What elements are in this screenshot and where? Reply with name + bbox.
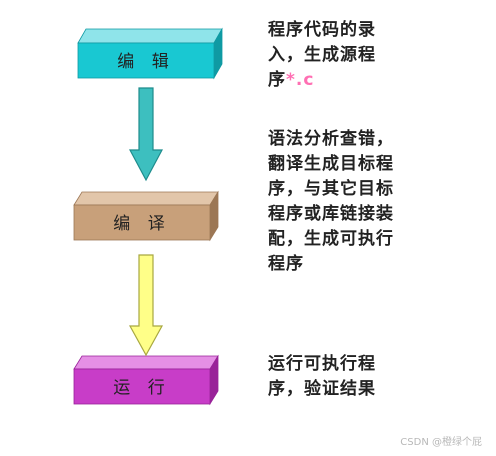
desc-run-line-1: 运行可执行程 — [268, 354, 376, 374]
stage-edit-label: 编 辑 — [117, 52, 174, 72]
stage-run-top — [73, 355, 219, 370]
desc-compile-line-2: 翻译生成目标程 — [268, 154, 394, 174]
desc-compile-line-4: 程序或库链接装 — [268, 204, 394, 224]
desc-edit-line-2: 入，生成源程 — [268, 45, 376, 65]
stage-compile-label: 编 译 — [113, 214, 170, 234]
stage-compile-front — [73, 204, 211, 241]
stage-run: 运 行 — [73, 354, 219, 406]
stage-edit-front — [77, 42, 215, 79]
source-ext-highlight: *.c — [286, 70, 315, 90]
desc-compile-line-3: 序，与其它目标 — [268, 179, 394, 199]
stage-edit-top — [77, 28, 223, 44]
desc-edit-line-3-prefix: 序 — [268, 70, 286, 90]
desc-edit-line-1: 程序代码的录 — [268, 20, 376, 40]
stage-compile: 编 译 — [73, 190, 219, 242]
stage-run-front — [73, 368, 211, 405]
watermark: CSDN @橙绿个屁 — [400, 437, 482, 448]
desc-run: 运行可执行程 序，验证结果 — [268, 352, 428, 402]
stage-compile-top — [73, 191, 219, 206]
stage-edit: 编 辑 — [77, 27, 223, 80]
arrow-compile-to-run — [128, 254, 164, 357]
desc-run-line-2: 序，验证结果 — [268, 379, 376, 399]
desc-edit: 程序代码的录 入，生成源程 序*.c — [268, 18, 428, 93]
desc-edit-line-3: 序*.c — [268, 68, 428, 93]
arrow-edit-to-compile — [129, 87, 163, 182]
stage-run-label: 运 行 — [113, 378, 170, 398]
desc-compile-line-6: 程序 — [268, 254, 304, 274]
desc-compile-line-5: 配，生成可执行 — [268, 229, 394, 249]
desc-compile-line-1: 语法分析查错， — [268, 129, 394, 149]
desc-compile: 语法分析查错， 翻译生成目标程 序，与其它目标 程序或库链接装 配，生成可执行 … — [268, 127, 428, 277]
